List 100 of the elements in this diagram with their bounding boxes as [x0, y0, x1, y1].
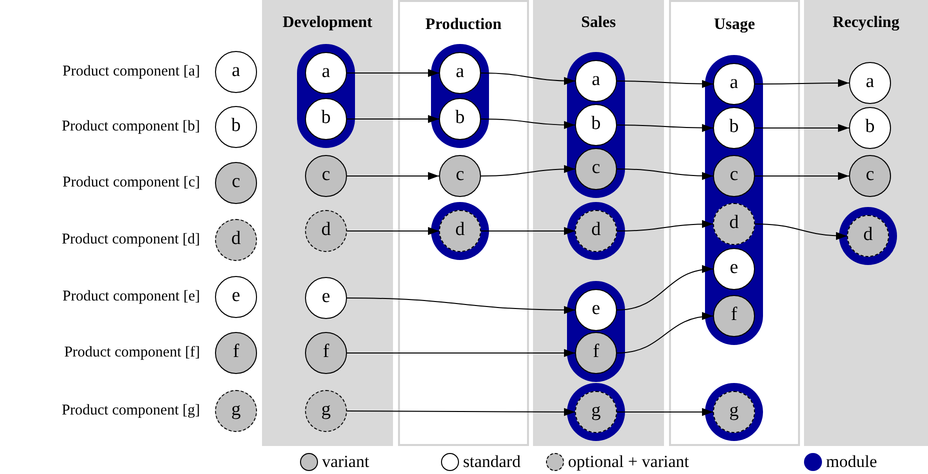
component-letter: c: [232, 172, 240, 191]
component-circle: [305, 210, 347, 252]
arrow: [346, 298, 576, 314]
component-letter: c: [456, 165, 464, 184]
component-letter: a: [592, 70, 600, 89]
component-letter: d: [729, 213, 739, 232]
arrow: [616, 312, 714, 354]
component-circle: [849, 62, 891, 104]
arrow: [616, 266, 714, 310]
arrow: [616, 220, 714, 232]
component-circle: [575, 289, 617, 331]
phase-column: [804, 0, 928, 446]
arrow: [346, 227, 440, 235]
component-letter: g: [231, 400, 241, 419]
component-circle: [713, 295, 755, 337]
component-letter: b: [729, 117, 739, 136]
row-label: Product component [a]: [62, 64, 200, 80]
component-letter: f: [322, 342, 330, 361]
component-circle: [713, 391, 755, 433]
component-circle: [305, 98, 347, 140]
component-letter: b: [865, 117, 875, 136]
component-letter: f: [232, 342, 240, 361]
component-circle: [713, 107, 755, 149]
component-circle: [439, 98, 481, 140]
component-letter: d: [863, 225, 873, 244]
component-letter: a: [322, 62, 330, 81]
legend-label: variant: [322, 452, 370, 472]
row-label: Product component [d]: [62, 232, 200, 248]
component-letter: b: [231, 116, 241, 135]
arrow: [480, 227, 576, 235]
arrow: [346, 115, 440, 123]
component-letter: e: [730, 258, 738, 277]
arrow: [616, 168, 714, 180]
column-heading: Recycling: [832, 14, 900, 32]
component-circle: [305, 155, 347, 197]
column-heading: Sales: [580, 14, 617, 32]
arrow: [346, 349, 576, 357]
component-letter: g: [321, 400, 331, 419]
component-circle: [713, 203, 755, 245]
arrow: [346, 408, 576, 416]
phase-column: [533, 0, 664, 446]
arrow: [616, 80, 714, 88]
arrow: [616, 124, 714, 132]
component-letter: d: [591, 220, 601, 239]
component-circle: [439, 155, 481, 197]
component-letter: f: [730, 305, 738, 324]
component-letter: e: [322, 287, 330, 306]
component-letter: d: [321, 220, 331, 239]
component-letter: b: [591, 114, 601, 133]
row-label: Product component [f]: [64, 344, 200, 362]
component-circle: [305, 390, 347, 432]
component-circle: [575, 332, 617, 374]
component-letter: a: [730, 73, 738, 92]
component-letter: f: [592, 342, 600, 361]
component-letter: d: [455, 220, 465, 239]
component-circle: [439, 52, 481, 94]
component-letter: c: [730, 165, 738, 184]
component-circle: [847, 215, 889, 257]
row-label: Product component [e]: [62, 288, 200, 306]
component-letter: g: [729, 401, 739, 420]
arrow: [754, 79, 850, 88]
phase-column: [262, 0, 393, 446]
component-circle: [439, 210, 481, 252]
arrow: [616, 408, 714, 416]
component-letter: g: [591, 401, 601, 420]
arrow: [754, 172, 850, 180]
component-letter: b: [321, 108, 331, 127]
column-heading: Usage: [713, 16, 756, 34]
legend-label: standard: [463, 452, 521, 472]
legend-label: optional + variant: [568, 452, 690, 472]
component-letter: c: [866, 165, 874, 184]
arrow: [480, 72, 576, 85]
component-circle: [713, 248, 755, 290]
column-heading: Production: [424, 16, 503, 34]
component-letter: a: [232, 61, 240, 80]
component-letter: c: [592, 158, 600, 177]
component-letter: a: [456, 62, 464, 81]
phase-column: [669, 0, 800, 446]
component-letter: b: [455, 108, 465, 127]
component-circle: [305, 277, 347, 319]
arrow: [754, 124, 850, 132]
component-circle: [575, 148, 617, 190]
component-circle: [849, 155, 891, 197]
legend-label: module: [826, 452, 877, 472]
arrow: [480, 118, 576, 129]
row-label: Product component [g]: [62, 402, 200, 420]
arrow: [754, 224, 848, 240]
component-circle: [713, 155, 755, 197]
component-letter: e: [592, 299, 600, 318]
component-circle: [305, 52, 347, 94]
component-letter: d: [231, 229, 241, 248]
phase-column: [398, 0, 529, 446]
component-circle: [575, 210, 617, 252]
arrow: [346, 69, 440, 77]
component-circle: [849, 107, 891, 149]
row-label: Product component [b]: [62, 118, 200, 136]
component-letter: c: [322, 165, 330, 184]
column-heading: Development: [282, 14, 374, 32]
component-letter: e: [232, 286, 240, 305]
arrow: [346, 172, 440, 180]
